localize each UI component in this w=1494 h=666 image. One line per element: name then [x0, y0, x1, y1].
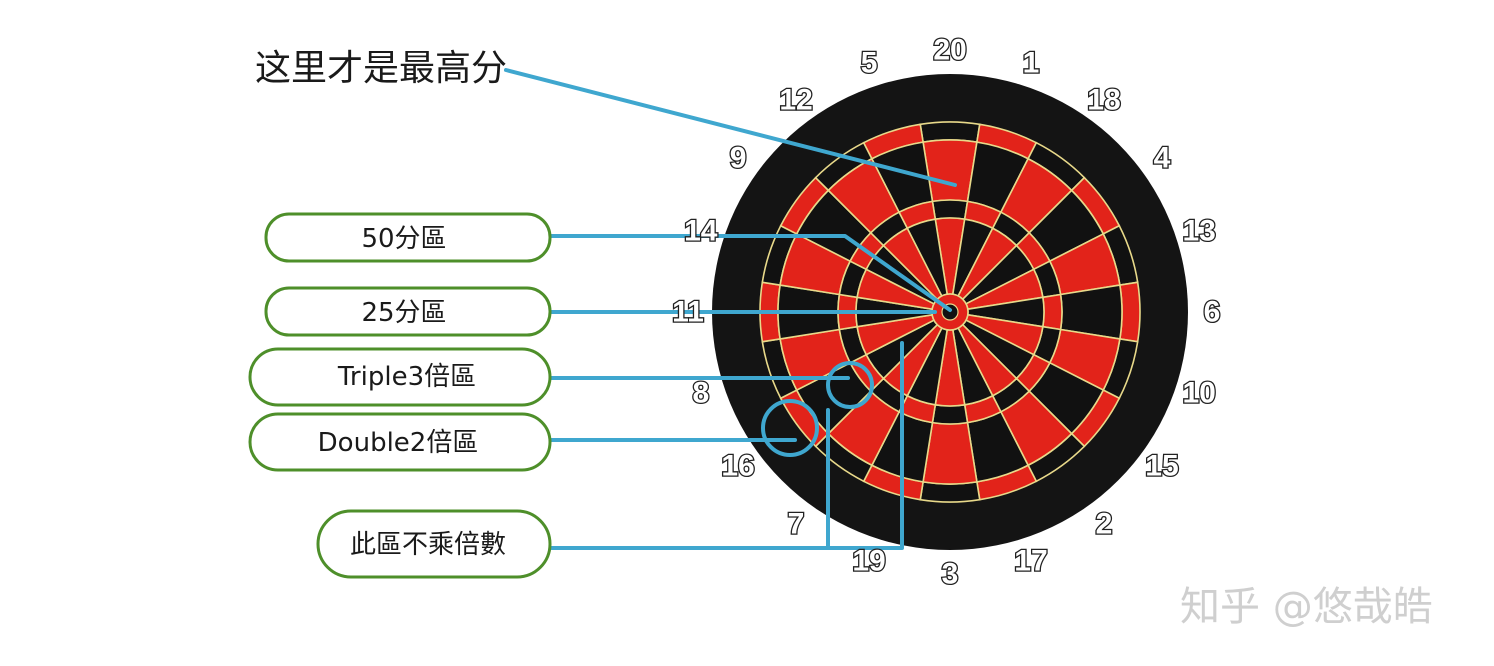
board-number-19: 19 [852, 545, 885, 578]
board-number-15: 15 [1145, 449, 1178, 482]
segment-3-double [919, 480, 981, 503]
board-number-14: 14 [684, 215, 718, 248]
board-number-4: 4 [1154, 142, 1171, 175]
board-number-1: 1 [1023, 46, 1040, 79]
board-number-10: 10 [1182, 376, 1215, 409]
segment-6-triple [1041, 293, 1063, 331]
watermark: 知乎 @悠哉皓 [1180, 584, 1433, 630]
board-number-20: 20 [933, 34, 966, 67]
board-number-5: 5 [861, 46, 878, 79]
leader-single [548, 341, 904, 550]
callout-single: 此區不乘倍數 [316, 509, 552, 579]
board-number-17: 17 [1014, 545, 1047, 578]
segment-6-double [1118, 281, 1141, 343]
board-number-13: 13 [1182, 215, 1215, 248]
board-number-2: 2 [1096, 507, 1113, 540]
board-number-8: 8 [692, 376, 709, 409]
board-numbers: 20 1 18 4 13 6 10 15 2 17 3 19 7 16 8 11 14 9 12 5 [671, 32, 1222, 592]
double-label: Double2倍區 [318, 428, 479, 458]
leader-bull50 [548, 234, 952, 312]
board-number-11: 11 [672, 296, 704, 329]
leader-lines [504, 68, 957, 550]
callout-triple: Triple3倍區 [248, 347, 552, 407]
segment-20-triple [931, 199, 969, 221]
board-number-16: 16 [721, 449, 754, 482]
segment-3-triple [931, 403, 969, 425]
board-number-3: 3 [942, 558, 959, 591]
board-number-9: 9 [730, 142, 747, 175]
board-number-7: 7 [788, 507, 805, 540]
single-label: 此區不乘倍數 [350, 530, 506, 560]
callout-bull50: 50分區 [264, 212, 552, 263]
segment-20-double [919, 121, 981, 144]
board-number-18: 18 [1087, 84, 1120, 117]
bull50-label: 50分區 [361, 224, 446, 254]
callout-double: Double2倍區 [248, 412, 552, 472]
callout-bull25: 25分區 [264, 286, 552, 337]
board-number-12: 12 [779, 84, 812, 117]
triple-ring-marker [826, 361, 874, 409]
top-score-label: 这里才是最高分 [255, 48, 507, 89]
leader-top-score [504, 68, 957, 187]
double-ring-marker [761, 399, 819, 457]
bull25-label: 25分區 [361, 298, 446, 328]
triple-label: Triple3倍區 [337, 362, 476, 392]
board-number-6: 6 [1204, 296, 1221, 329]
